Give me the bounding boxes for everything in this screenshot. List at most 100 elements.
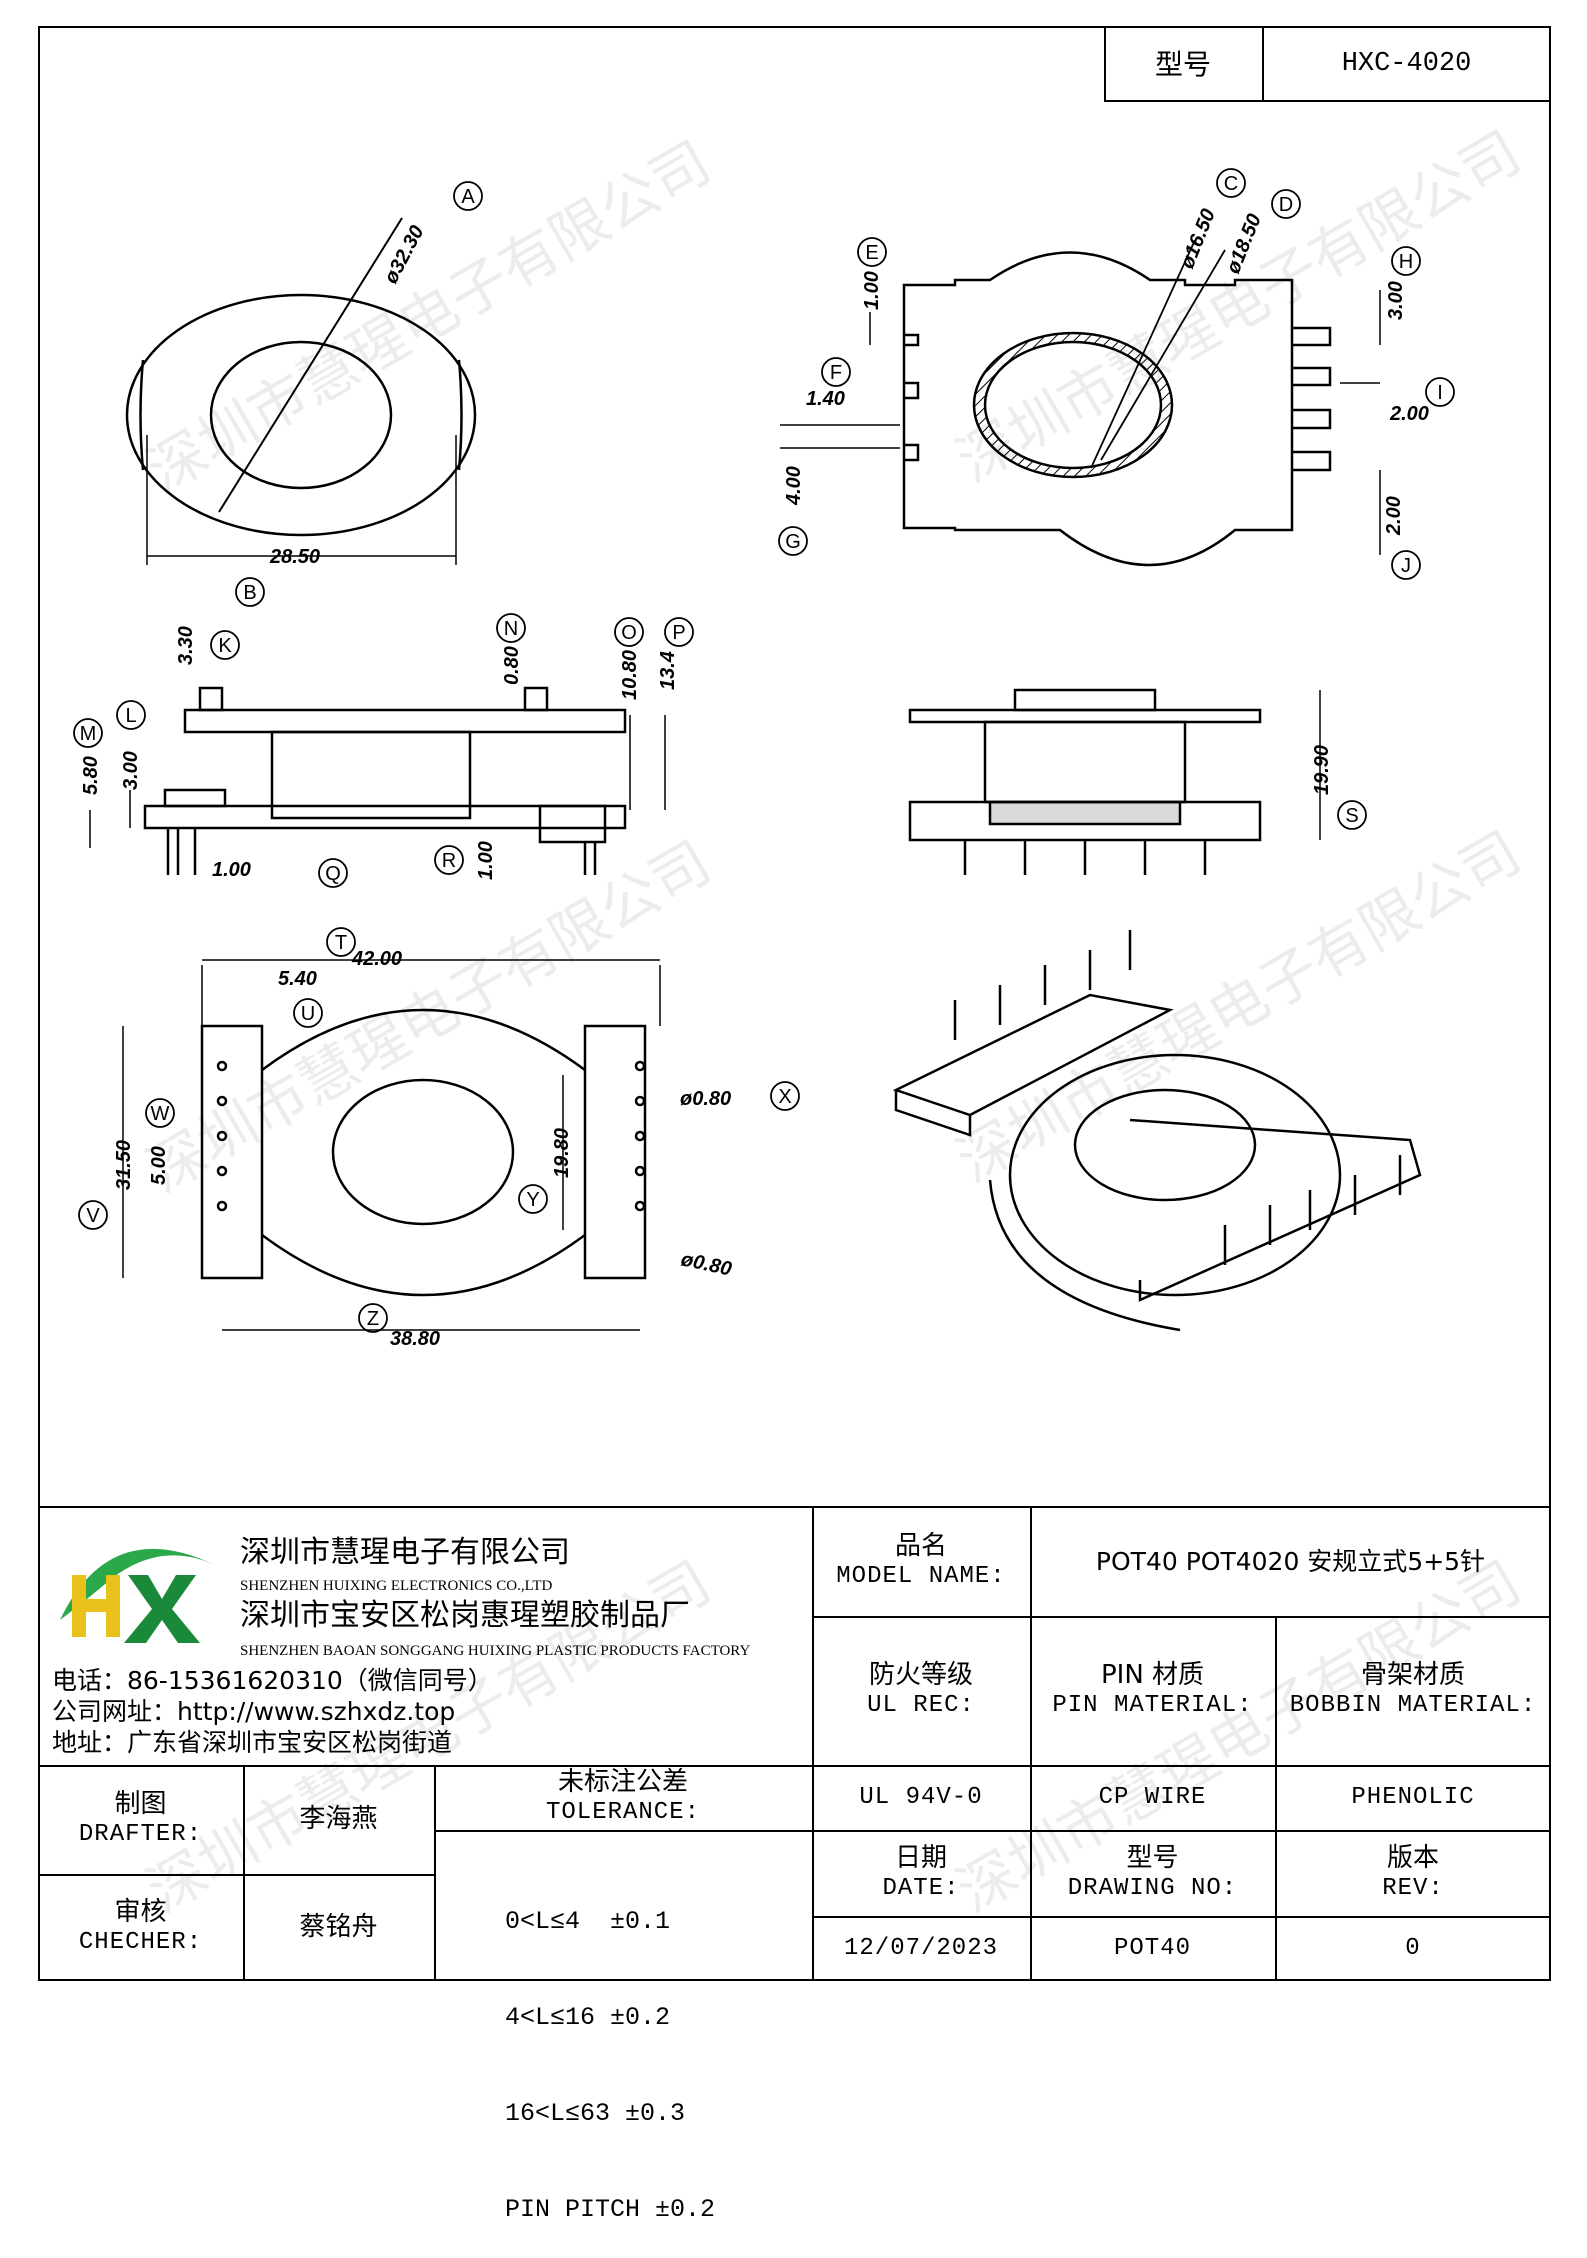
ul-rec-label: 防火等级 UL REC: [867, 1660, 975, 1719]
dim-X: ø0.80 [680, 1088, 731, 1110]
factory-name-cn: 深圳市宝安区松岗惠瑆塑胶制品厂 [240, 1598, 690, 1633]
svg-text:L: L [125, 705, 136, 727]
bobbin-material-value: PHENOLIC [1351, 1783, 1475, 1811]
header-model-value: HXC-4020 [1341, 49, 1472, 79]
view-side-right [908, 688, 1321, 875]
svg-text:U: U [301, 1003, 315, 1025]
company-name-en: SHENZHEN HUIXING ELECTRONICS CO.,LTD [240, 1578, 553, 1594]
svg-text:V: V [86, 1205, 100, 1227]
date-value: 12/07/2023 [843, 1934, 999, 1962]
model-name-label: 品名 MODEL NAME: [836, 1530, 1006, 1590]
dim-N: 0.80 [501, 646, 523, 685]
dim-M: 5.80 [80, 756, 102, 795]
rev-label: 版本 REV: [1382, 1842, 1444, 1902]
svg-text:W: W [151, 1103, 170, 1125]
svg-text:N: N [504, 618, 518, 640]
dim-Q: 1.00 [212, 859, 251, 881]
drawing-no-label: 型号 DRAWING NO: [1067, 1842, 1238, 1902]
svg-text:Q: Q [325, 863, 341, 885]
dim-L: 3.00 [120, 751, 142, 790]
dim-V: 31.50 [113, 1140, 135, 1190]
dim-W: 5.00 [148, 1146, 170, 1185]
dim-K: 3.30 [175, 626, 197, 665]
svg-text:G: G [785, 531, 801, 553]
technical-drawing: ø32.30 28.50 ø16.50 ø18.50 1.00 1.40 4.0… [73, 168, 1455, 1350]
dimension-labels: ø32.30 28.50 ø16.50 ø18.50 1.00 1.40 4.0… [80, 206, 1429, 1350]
dim-O: 10.80 [619, 650, 641, 700]
dim-H: 3.00 [1385, 281, 1407, 320]
svg-text:D: D [1279, 194, 1293, 216]
dim-J: 2.00 [1383, 496, 1405, 536]
tolerance-values: 0<L≤4 ±0.1 4<L≤16 ±0.2 16<L≤63 ±0.3 PIN … [505, 1842, 715, 2258]
date-label: 日期 DATE: [882, 1842, 960, 1902]
company-name-cn: 深圳市慧瑆电子有限公司 [240, 1535, 570, 1570]
dim-D: ø18.50 [1222, 211, 1266, 277]
svg-text:P: P [672, 622, 685, 644]
dim-Y: 19.80 [551, 1128, 573, 1178]
pin-material-value: CP WIRE [1098, 1783, 1207, 1811]
view-bottom [122, 959, 661, 1331]
view-side-left [89, 686, 666, 875]
company-logo: HX [60, 1548, 215, 1643]
company-phone: 电话：86-15361620310（微信同号） [52, 1666, 493, 1695]
dim-I: 2.00 [1389, 403, 1429, 425]
titleblock-top-border [38, 1506, 1551, 1508]
svg-text:F: F [830, 362, 842, 384]
letter-bubbles [73, 168, 1455, 1333]
dim-G: 4.00 [783, 466, 805, 506]
drawing-no-value: POT40 [1113, 1934, 1191, 1962]
drawing-sheet [38, 26, 1551, 1981]
drafter-value: 李海燕 [299, 1804, 378, 1834]
dim-T: 42.00 [351, 948, 402, 970]
dim-U: 5.40 [278, 968, 317, 990]
header-model-box [1104, 26, 1551, 102]
checker-label: 审核 CHECHER: [78, 1897, 203, 1956]
tolerance-line: PIN PITCH ±0.2 [505, 2195, 716, 2224]
ul-rec-value: UL 94V-0 [859, 1783, 983, 1811]
tolerance-line: 4<L≤16 ±0.2 [505, 2003, 671, 2032]
dim-Z: 38.80 [390, 1328, 440, 1350]
rev-value: 0 [1405, 1934, 1421, 1962]
view-bobbin-flange [780, 239, 1381, 567]
svg-text:R: R [442, 850, 456, 872]
svg-text:O: O [621, 622, 637, 644]
company-address: 地址：广东省深圳市宝安区松岗街道 [52, 1728, 453, 1757]
checker-value: 蔡铭舟 [299, 1912, 378, 1942]
svg-text:X: X [778, 1086, 791, 1108]
view-top-round [125, 217, 477, 565]
dim-P: 13.4 [657, 651, 679, 690]
svg-text:C: C [1224, 173, 1238, 195]
dim-S: 19.90 [1311, 745, 1333, 795]
dim-B: 28.50 [269, 546, 320, 568]
svg-text:B: B [243, 582, 256, 604]
dim-C: ø16.50 [1176, 206, 1220, 272]
factory-name-en: SHENZHEN BAOAN SONGGANG HUIXING PLASTIC … [240, 1643, 751, 1659]
svg-text:E: E [865, 242, 878, 264]
svg-text:H: H [1399, 251, 1413, 273]
svg-text:Y: Y [526, 1189, 539, 1211]
dim-R: 1.00 [475, 841, 497, 880]
model-name-value: POT40 POT4020 安规立式5+5针 [1095, 1546, 1486, 1576]
svg-text:Z: Z [367, 1308, 379, 1330]
svg-text:S: S [1345, 805, 1358, 827]
tolerance-line: 0<L≤4 ±0.1 [505, 1907, 671, 1936]
drafter-label: 制图 DRAFTER: [78, 1789, 203, 1848]
svg-text:K: K [218, 635, 232, 657]
svg-text:T: T [335, 932, 347, 954]
letter-bubble-labels: A B C D E F G H I J K L M N O P Q R S T … [80, 173, 1443, 1330]
company-website: 公司网址：http://www.szhxdz.top [52, 1697, 456, 1726]
dim-A: ø32.30 [380, 222, 429, 287]
bobbin-material-label: 骨架材质 BOBBIN MATERIAL: [1289, 1660, 1537, 1719]
svg-text:I: I [1437, 382, 1443, 404]
dim-F: 1.40 [806, 388, 845, 410]
view-isometric [892, 930, 1422, 1332]
tolerance-label: 未标注公差 TOLERANCE: [545, 1767, 701, 1826]
header-model-label: 型号 [1154, 47, 1211, 81]
pin-material-label: PIN 材质 PIN MATERIAL: [1052, 1660, 1253, 1719]
dim-E: 1.00 [861, 271, 883, 310]
dim-X2: ø0.80 [679, 1248, 734, 1280]
tolerance-line: 16<L≤63 ±0.3 [505, 2099, 686, 2128]
svg-text:A: A [461, 186, 475, 208]
svg-text:M: M [80, 723, 97, 745]
svg-text:J: J [1401, 555, 1411, 577]
